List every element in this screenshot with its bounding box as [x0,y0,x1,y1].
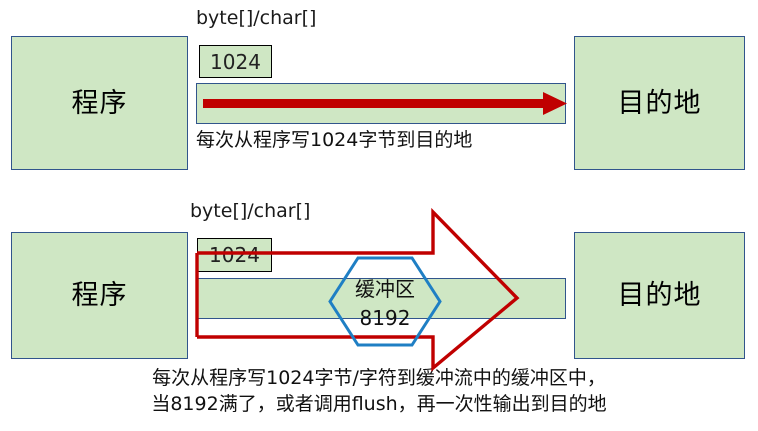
bottom-caption-line-2: 当8192满了，或者调用flush，再一次性输出到目的地 [151,393,607,415]
top-dest-box: 目的地 [574,36,745,170]
bottom-dest-box: 目的地 [574,232,745,359]
top-dest-label: 目的地 [617,87,702,119]
top-source-box: 程序 [11,36,188,170]
bottom-source-box: 程序 [11,232,188,359]
bottom-caption-line-1: 每次从程序写1024字节/字符到缓冲流中的缓冲区中， [152,367,606,389]
bottom-stream-pipe [196,278,566,319]
bottom-chunk-box: 1024 [197,238,272,272]
top-array-type-label: byte[]/char[] [196,7,317,29]
top-caption: 每次从程序写1024字节到目的地 [196,129,473,151]
bottom-chunk-label: 1024 [209,243,260,267]
top-chunk-box: 1024 [199,45,272,78]
bottom-array-type-label: byte[]/char[] [190,200,311,222]
bottom-source-label: 程序 [71,280,128,311]
top-chunk-label: 1024 [210,49,261,74]
top-source-label: 程序 [71,87,128,119]
top-stream-pipe [196,83,566,124]
bottom-dest-label: 目的地 [617,280,702,311]
